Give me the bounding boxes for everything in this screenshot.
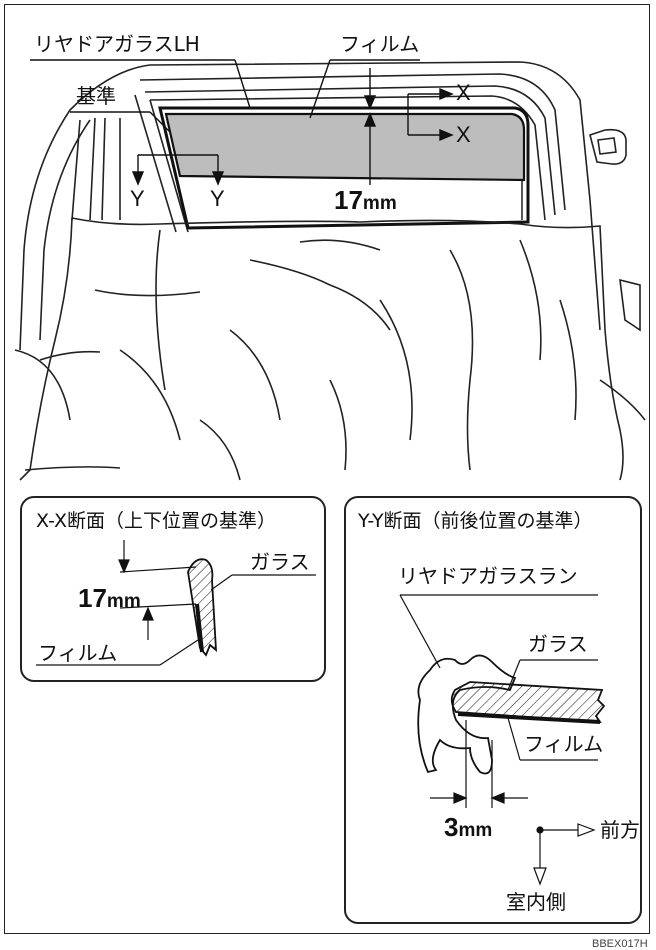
inside-label: 室内側: [506, 890, 566, 914]
door-handle: [589, 128, 641, 332]
xx-film-label: フィルム: [38, 641, 118, 665]
section-x-label-top: X: [456, 80, 471, 105]
rear-door-glass-label: リヤドアガラスLH: [34, 32, 200, 56]
section-y-label-left: Y: [130, 186, 145, 211]
section-x-marks: [407, 87, 454, 142]
cover-cloth: [14, 217, 646, 481]
xx-glass-label: ガラス: [250, 550, 310, 574]
leader-lines: [30, 59, 420, 133]
section-y-label-right: Y: [210, 186, 225, 211]
yy-film-label: フィルム: [524, 732, 604, 756]
yy-glass-label: ガラス: [528, 632, 588, 656]
glass-run-label: リヤドアガラスラン: [398, 564, 578, 588]
yy-section-panel: [344, 496, 642, 924]
yy-section-title: Y-Y断面（前後位置の基準）: [358, 510, 593, 532]
xx-dim-label: 17mm: [78, 583, 141, 613]
dim-17-main: [363, 68, 377, 185]
reference-label: 基準: [76, 84, 116, 108]
section-x-label-bottom: X: [456, 122, 471, 147]
film-area: [164, 112, 526, 182]
xx-section-title: X-X断面（上下位置の基準）: [36, 510, 276, 532]
door-frame-lines: [19, 61, 601, 351]
figure-code: BBEX017H: [592, 938, 648, 950]
yy-dim-label: 3mm: [444, 812, 493, 842]
section-y-marks: [131, 154, 225, 186]
dim-17-label: 17mm: [334, 185, 397, 215]
film-label: フィルム: [340, 32, 420, 56]
forward-label: 前方: [600, 818, 640, 842]
xx-section-panel: [20, 496, 326, 682]
